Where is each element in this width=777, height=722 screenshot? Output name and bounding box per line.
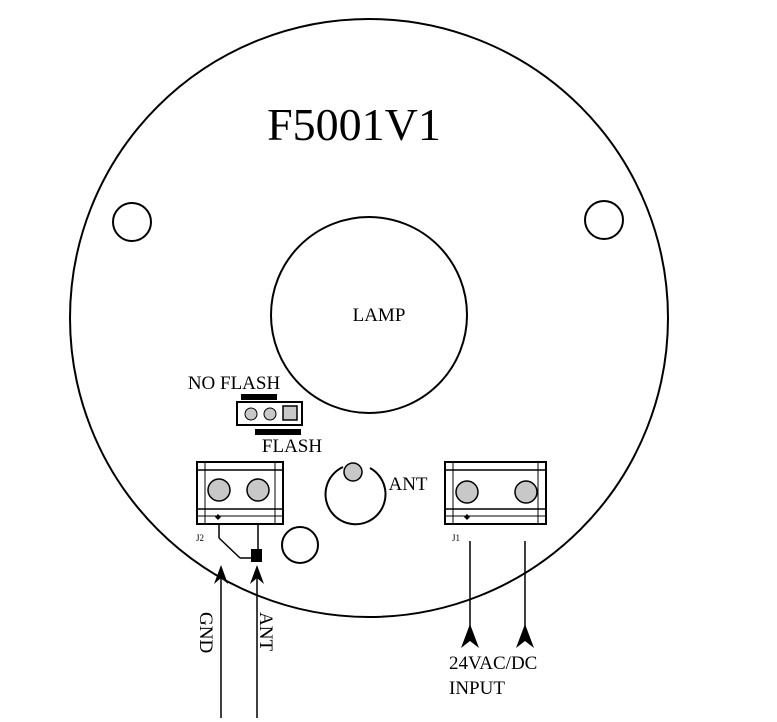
input-voltage-label: 24VAC/DC xyxy=(449,653,537,674)
jumper-pin-2 xyxy=(263,407,277,421)
terminal-block-j1 xyxy=(444,461,547,525)
lamp-label: LAMP xyxy=(353,305,406,326)
input-arrow-2 xyxy=(516,624,534,648)
input-arrow-1 xyxy=(461,624,479,648)
terminal-block-j2 xyxy=(196,461,284,525)
j2-designator: J2 xyxy=(196,533,204,543)
antenna-label: ANT xyxy=(388,474,427,495)
jumper-pin-1 xyxy=(244,407,258,421)
mounting-hole-left xyxy=(112,202,152,242)
board-model-title: F5001V1 xyxy=(267,99,441,150)
lamp-circle xyxy=(270,216,468,414)
ant-arrow xyxy=(250,565,264,584)
gnd-arrow xyxy=(214,565,228,584)
mounting-hole-right xyxy=(584,200,624,240)
jumper-no-flash-label: NO FLASH xyxy=(188,373,281,394)
jumper-no-flash-bar xyxy=(241,394,277,400)
input-label: INPUT xyxy=(449,678,505,699)
board-outline xyxy=(69,18,669,618)
jumper-flash-label: FLASH xyxy=(262,436,322,457)
jumper-pin-3 xyxy=(282,405,298,421)
antenna-coil xyxy=(324,466,387,526)
antenna-pad xyxy=(343,462,363,482)
j2-component xyxy=(251,549,262,562)
gnd-wire-label: GND xyxy=(195,612,216,653)
ant-wire-label: ANT xyxy=(255,612,276,651)
mounting-hole-bottom xyxy=(281,526,319,564)
jumper-flash-bar xyxy=(255,429,301,435)
j1-designator: J1 xyxy=(452,533,460,543)
j2-gnd-jog xyxy=(218,537,241,559)
